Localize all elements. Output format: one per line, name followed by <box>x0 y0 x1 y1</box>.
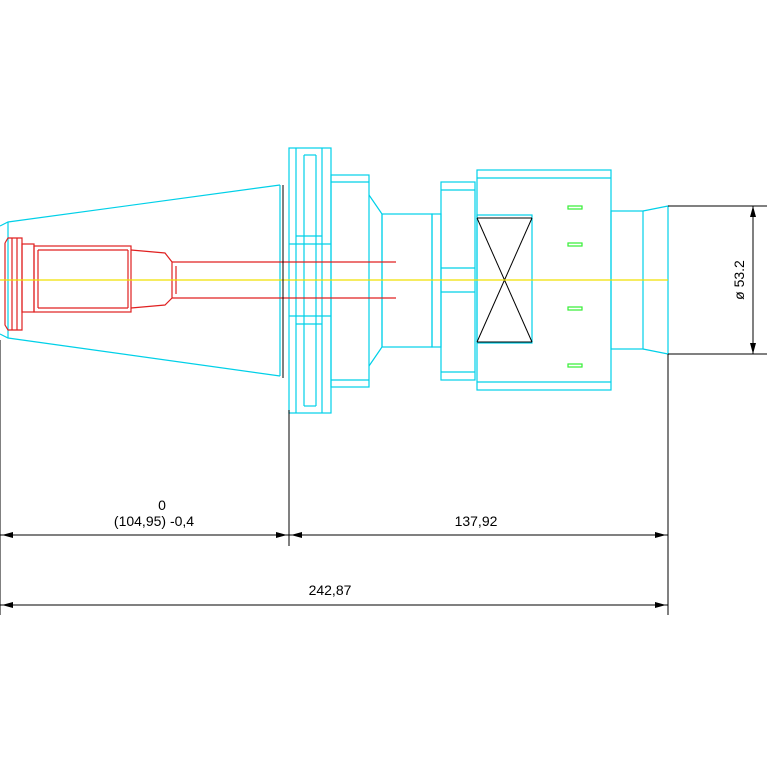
diameter-label: ø 53.2 <box>731 260 747 300</box>
clamp-nut <box>431 181 476 381</box>
diameter-dimension: ø 53.2 <box>731 206 756 354</box>
length-dimension-left: 0 (104,95) -0,4 <box>0 497 289 538</box>
green-marks <box>567 205 583 368</box>
left-length-label: (104,95) -0,4 <box>114 513 194 529</box>
inner-bore <box>4 237 396 331</box>
body-collar <box>330 174 433 388</box>
overall-length-label: 242,87 <box>309 582 352 598</box>
left-zero-label: 0 <box>158 497 166 513</box>
length-dimension-overall: 242,87 <box>0 582 668 608</box>
right-length-label: 137,92 <box>455 513 498 529</box>
extension-lines <box>0 185 767 615</box>
length-dimension-right: 137,92 <box>289 513 668 538</box>
